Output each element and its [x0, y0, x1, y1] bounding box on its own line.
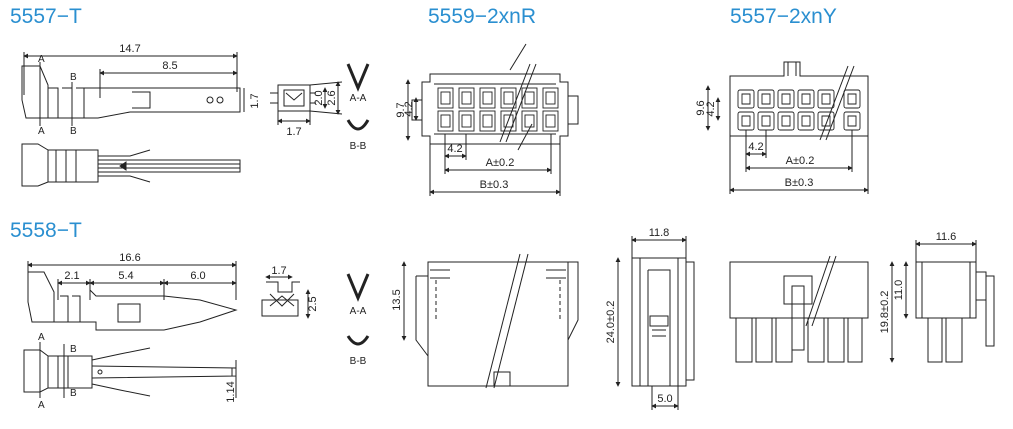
housing-5559-side-view: [401, 253, 579, 389]
terminal-5558-cross-section: [261, 274, 311, 319]
dim-5559-a: A±0.2: [486, 157, 515, 169]
dim-5557h-b: B±0.3: [785, 177, 814, 189]
terminal-5558-section-shapes: [346, 273, 370, 346]
dim-5558-height: 1.14: [225, 381, 237, 402]
housing-5557-front-view: [705, 61, 869, 194]
label-5557-aa: A-A: [350, 93, 367, 104]
housing-5557-side-view: [729, 255, 869, 363]
dim-5558-cs-width: 1.7: [271, 265, 286, 277]
section-b-top: B: [70, 72, 77, 83]
dim-5558-d3: 6.0: [190, 270, 205, 282]
dim-5558-cs-height: 2.5: [307, 296, 319, 311]
section-a-bottom: A: [38, 126, 45, 137]
dim-5557-crimp: 8.5: [162, 60, 177, 72]
dim-5559-side-total: 24.0±0.2: [605, 301, 617, 344]
section-5558-a-bottom: A: [38, 400, 45, 411]
terminal-5557-cross-section: [270, 81, 343, 125]
terminal-5557-section-shapes: [346, 63, 370, 131]
dim-5558-overall: 16.6: [119, 252, 140, 264]
dim-5557h-height: 9.6: [695, 100, 707, 115]
section-b-bottom: B: [70, 126, 77, 137]
section-5558-b-bottom: B: [70, 388, 77, 399]
dim-5557h-side-width: 11.6: [936, 231, 957, 243]
title-5557-2xny: 5557−2xnY: [730, 5, 837, 28]
label-5558-bb: B-B: [350, 356, 367, 367]
terminal-5558-side-view: [27, 261, 238, 331]
section-5558-a-top: A: [38, 332, 45, 343]
dim-5559-side-base: 5.0: [657, 393, 672, 405]
dim-5559-height: 9.7: [395, 102, 407, 117]
terminal-5558-top-view: [23, 342, 237, 398]
section-5558-b-top: B: [70, 344, 77, 355]
dim-5557h-side-height: 11.0: [893, 280, 905, 301]
dim-5559-b: B±0.3: [480, 179, 509, 191]
dim-5557-cs-h1: 2.0: [313, 90, 325, 105]
housing-5557-end-view: [889, 240, 995, 363]
title-5558-t: 5558−T: [10, 219, 82, 242]
terminal-5557-top-view: [21, 143, 241, 187]
housing-5559-end-view: [615, 236, 695, 410]
dim-5557-cs-width: 1.7: [286, 126, 301, 138]
terminal-5557-side-view: [21, 52, 245, 126]
dim-5559-pitch: 4.2: [447, 143, 462, 155]
label-5558-aa: A-A: [350, 306, 367, 317]
dim-5557-overall: 14.7: [119, 43, 140, 55]
housing-5559-front-view: [405, 43, 579, 196]
dim-5559-row-pitch: 4.2: [403, 101, 415, 116]
dim-5557h-pitch: 4.2: [748, 141, 763, 153]
dim-5557-cs-h2: 2.6: [326, 90, 338, 105]
title-5557-t: 5557−T: [10, 5, 82, 28]
dim-5559-side-height: 13.5: [391, 289, 403, 310]
label-5557-bb: B-B: [350, 141, 367, 152]
dim-5558-d1: 2.1: [64, 270, 79, 282]
dim-5557h-side-total: 19.8±0.2: [879, 291, 891, 334]
dim-5557h-a: A±0.2: [786, 155, 815, 167]
title-5559-2xnr: 5559−2xnR: [428, 5, 537, 28]
section-a-top: A: [38, 54, 45, 65]
dim-5557-height: 1.7: [249, 93, 261, 108]
dim-5557h-row-pitch: 4.2: [705, 101, 717, 116]
dim-5558-d2: 5.4: [118, 270, 133, 282]
dim-5559-side-width: 11.8: [649, 227, 670, 239]
